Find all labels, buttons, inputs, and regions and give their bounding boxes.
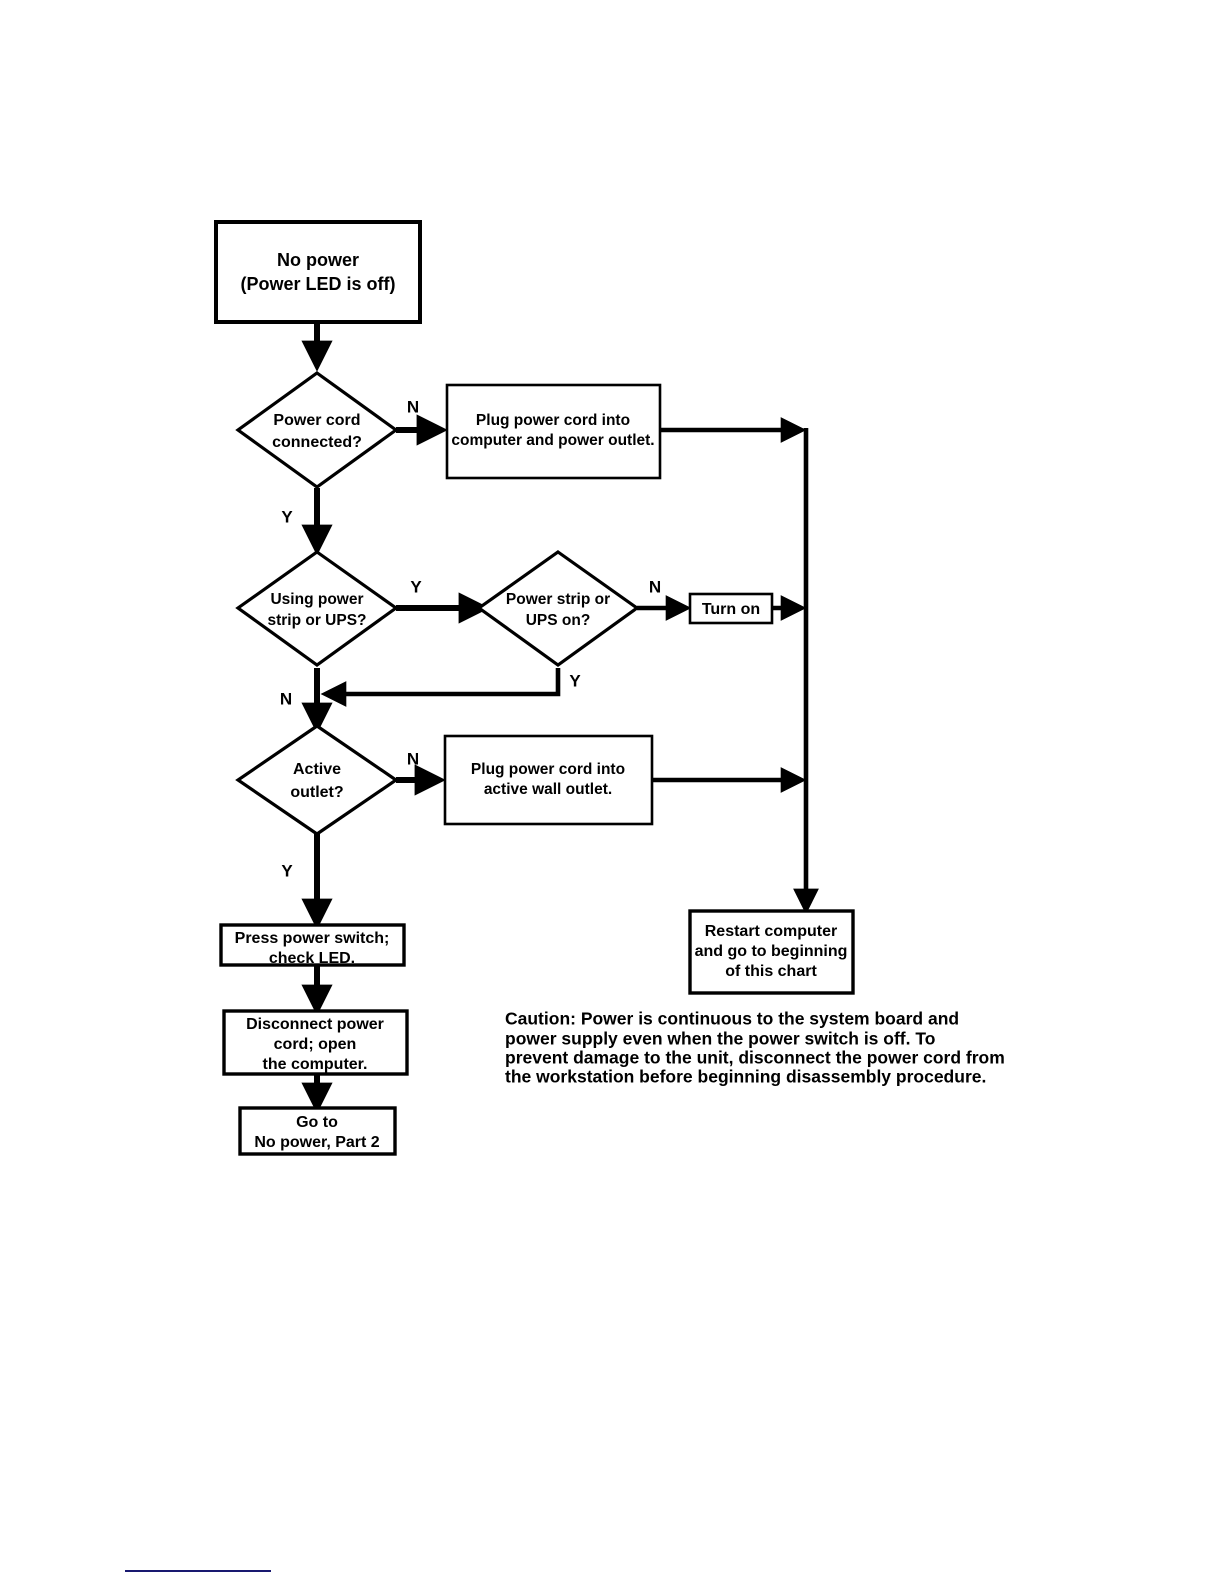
branch-label-stripon-yes: Y — [569, 671, 581, 690]
node-plug-cord-wall[interactable]: Plug power cord into active wall outlet. — [443, 734, 654, 826]
node-restart-computer-line3: of this chart — [725, 963, 817, 980]
branch-label-activeoutlet-yes: Y — [281, 861, 293, 880]
node-plug-cord-wall-line2: active wall outlet. — [484, 781, 612, 798]
node-no-power-line2: (Power LED is off) — [240, 274, 395, 294]
node-press-power-switch[interactable]: Press power switch; check LED. — [219, 923, 406, 967]
footer-rule — [125, 1570, 271, 1572]
node-disconnect-power-cord-line3: the computer. — [263, 1056, 368, 1073]
node-power-cord-connected-line2: connected? — [272, 434, 362, 451]
caution-line2: power supply even when the power switch … — [505, 1029, 935, 1049]
node-power-strip-on[interactable]: Power strip or UPS on? — [476, 550, 640, 667]
node-plug-cord-wall-line1: Plug power cord into — [471, 761, 625, 778]
node-restart-computer-line2: and go to beginning — [695, 943, 848, 960]
branch-label-usingstrip-no: N — [280, 689, 292, 708]
node-turn-on-label: Turn on — [702, 601, 760, 618]
node-using-power-strip-line2: strip or UPS? — [267, 612, 366, 629]
node-press-power-switch-line1: Press power switch; — [235, 930, 390, 947]
node-goto-part2-line2: No power, Part 2 — [254, 1134, 379, 1151]
branch-label-stripon-no: N — [649, 577, 661, 596]
node-goto-part2-line1: Go to — [296, 1114, 338, 1131]
node-disconnect-power-cord-line1: Disconnect power — [246, 1016, 384, 1033]
node-power-cord-connected-line1: Power cord — [273, 412, 360, 429]
caution-line1: Caution: Power is continuous to the syst… — [505, 1009, 959, 1029]
node-plug-cord-computer[interactable]: Plug power cord into computer and power … — [445, 383, 662, 480]
caution-line3: prevent damage to the unit, disconnect t… — [505, 1048, 1005, 1068]
caution-note: Caution: Power is continuous to the syst… — [505, 1009, 1005, 1087]
node-press-power-switch-line2: check LED. — [269, 950, 355, 967]
node-using-power-strip[interactable]: Using power strip or UPS? — [235, 550, 399, 667]
branch-label-activeoutlet-no: N — [407, 749, 419, 768]
branch-label-cord-no: N — [407, 397, 419, 416]
node-plug-cord-computer-line1: Plug power cord into — [476, 412, 630, 429]
node-power-strip-on-line1: Power strip or — [506, 591, 610, 608]
node-restart-computer-line1: Restart computer — [705, 923, 837, 940]
node-power-strip-on-line2: UPS on? — [526, 612, 591, 629]
node-goto-part2[interactable]: Go to No power, Part 2 — [238, 1106, 397, 1156]
node-restart-computer[interactable]: Restart computer and go to beginning of … — [688, 909, 855, 995]
node-power-cord-connected[interactable]: Power cord connected? — [235, 371, 399, 489]
node-active-outlet-line2: outlet? — [290, 784, 343, 801]
node-active-outlet[interactable]: Active outlet? — [235, 724, 399, 836]
branch-label-usingstrip-yes: Y — [410, 577, 422, 596]
caution-line4: the workstation before beginning disasse… — [505, 1067, 986, 1087]
branch-label-cord-yes: Y — [281, 507, 293, 526]
node-no-power-line1: No power — [277, 250, 359, 270]
node-using-power-strip-line1: Using power — [270, 591, 363, 608]
edge-stripon-yes — [320, 668, 561, 707]
node-no-power[interactable]: No power (Power LED is off) — [214, 220, 422, 324]
node-disconnect-power-cord[interactable]: Disconnect power cord; open the computer… — [222, 1009, 409, 1076]
node-plug-cord-computer-line2: computer and power outlet. — [451, 432, 654, 449]
node-turn-on[interactable]: Turn on — [688, 592, 774, 625]
node-active-outlet-line1: Active — [293, 761, 341, 778]
node-disconnect-power-cord-line2: cord; open — [274, 1036, 357, 1053]
